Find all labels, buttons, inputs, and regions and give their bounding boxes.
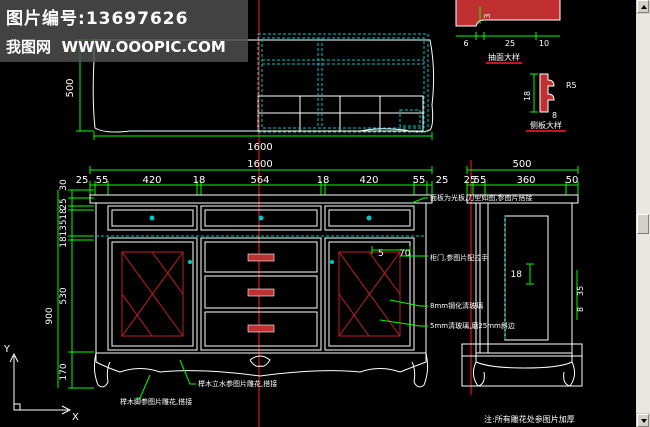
front-width-dim: 1600 (247, 159, 272, 170)
svg-text:55: 55 (413, 175, 426, 186)
arrow-down-icon (641, 419, 647, 423)
glass-note2: 5mm清玻璃,磨25mm斜边 (430, 321, 515, 330)
door-glass-right (338, 251, 401, 337)
svg-text:25: 25 (76, 175, 89, 186)
side-dim-35: 35 (576, 286, 585, 296)
svg-text:420: 420 (359, 175, 378, 186)
top-width-dim: 1600 (247, 142, 272, 153)
front-height-labels: 30 25 18 135 18 530 170 900 (45, 179, 69, 381)
svg-text:55: 55 (96, 175, 109, 186)
top-view-hidden-lines (257, 33, 429, 133)
svg-text:170: 170 (59, 363, 69, 380)
scroll-thumb[interactable] (637, 214, 649, 234)
detail-side-label: 侧板大样 (530, 120, 562, 130)
arrow-up-icon (641, 5, 647, 9)
ucs-x: X (72, 412, 79, 423)
watermark-site: 我图网 WWW.OOOPIC.COM (6, 38, 226, 56)
leader-lines (136, 197, 428, 399)
front-view-cabinet (89, 194, 433, 388)
detail-top (455, 0, 561, 40)
front-dims (57, 166, 433, 389)
drawer-handles (247, 253, 275, 333)
svg-text:360: 360 (516, 175, 535, 186)
side-dim-8: 8 (576, 307, 585, 312)
svg-text:25: 25 (59, 198, 69, 209)
side-view-dims (466, 166, 579, 320)
door-glass-left (121, 251, 184, 337)
door-note: 柜门,参图片配拉手 (430, 253, 488, 262)
svg-text:135: 135 (59, 219, 69, 236)
svg-text:25: 25 (436, 175, 449, 186)
svg-text:30: 30 (59, 179, 69, 191)
svg-text:25: 25 (464, 175, 477, 186)
svg-text:18: 18 (59, 236, 69, 248)
svg-text:3: 3 (483, 13, 492, 18)
svg-text:8: 8 (552, 111, 557, 120)
ucs-y: Y (3, 344, 11, 355)
cad-drawing-canvas[interactable]: 500 1600 (0, 0, 636, 427)
svg-text:R5: R5 (566, 81, 577, 90)
watermark-id: 图片编号:13697626 (6, 9, 189, 29)
svg-text:564: 564 (250, 175, 269, 186)
dim-70: 70 (399, 249, 411, 259)
scroll-up-button[interactable] (637, 0, 649, 13)
footer-note: 注:所有雕花处参图片加厚 (484, 414, 575, 424)
dim-5: 5 (378, 249, 384, 259)
glass-note: 8mm钢化清玻璃 (430, 301, 483, 310)
top-depth-dim: 500 (65, 78, 76, 97)
svg-text:50: 50 (566, 175, 579, 186)
knobs (149, 215, 372, 264)
side-dim-18: 18 (511, 270, 523, 280)
svg-text:18: 18 (317, 175, 330, 186)
side-depth-dim: 500 (512, 159, 531, 170)
vertical-scrollbar[interactable] (636, 0, 650, 427)
detail-side (530, 73, 555, 113)
scroll-track[interactable] (636, 14, 650, 413)
svg-text:18: 18 (523, 91, 532, 101)
scroll-down-button[interactable] (637, 414, 649, 427)
svg-text:10: 10 (539, 39, 549, 48)
svg-text:25: 25 (505, 39, 515, 48)
watermark-banner: 图片编号:13697626 我图网 WWW.OOOPIC.COM (0, 0, 248, 62)
ucs-icon (9, 352, 72, 415)
front-segment-labels: 25 55 420 18 564 18 420 55 25 (76, 175, 449, 186)
panel-note: 面板为光板,刀型如图,参图片搭接 (430, 193, 532, 202)
svg-text:530: 530 (59, 287, 69, 304)
svg-text:18: 18 (59, 208, 69, 220)
carving-note: 榉木立水参图片雕花,搭接 (198, 379, 277, 388)
side-segment-labels: 25 55 360 50 (464, 175, 579, 186)
svg-text:55: 55 (474, 175, 487, 186)
detail-top-label: 抽面大样 (488, 52, 520, 62)
svg-text:900: 900 (45, 307, 55, 324)
svg-text:6: 6 (463, 39, 468, 48)
svg-text:420: 420 (142, 175, 161, 186)
svg-text:18: 18 (193, 175, 206, 186)
foot-note: 榉木脚参图片雕花,搭接 (120, 397, 192, 406)
